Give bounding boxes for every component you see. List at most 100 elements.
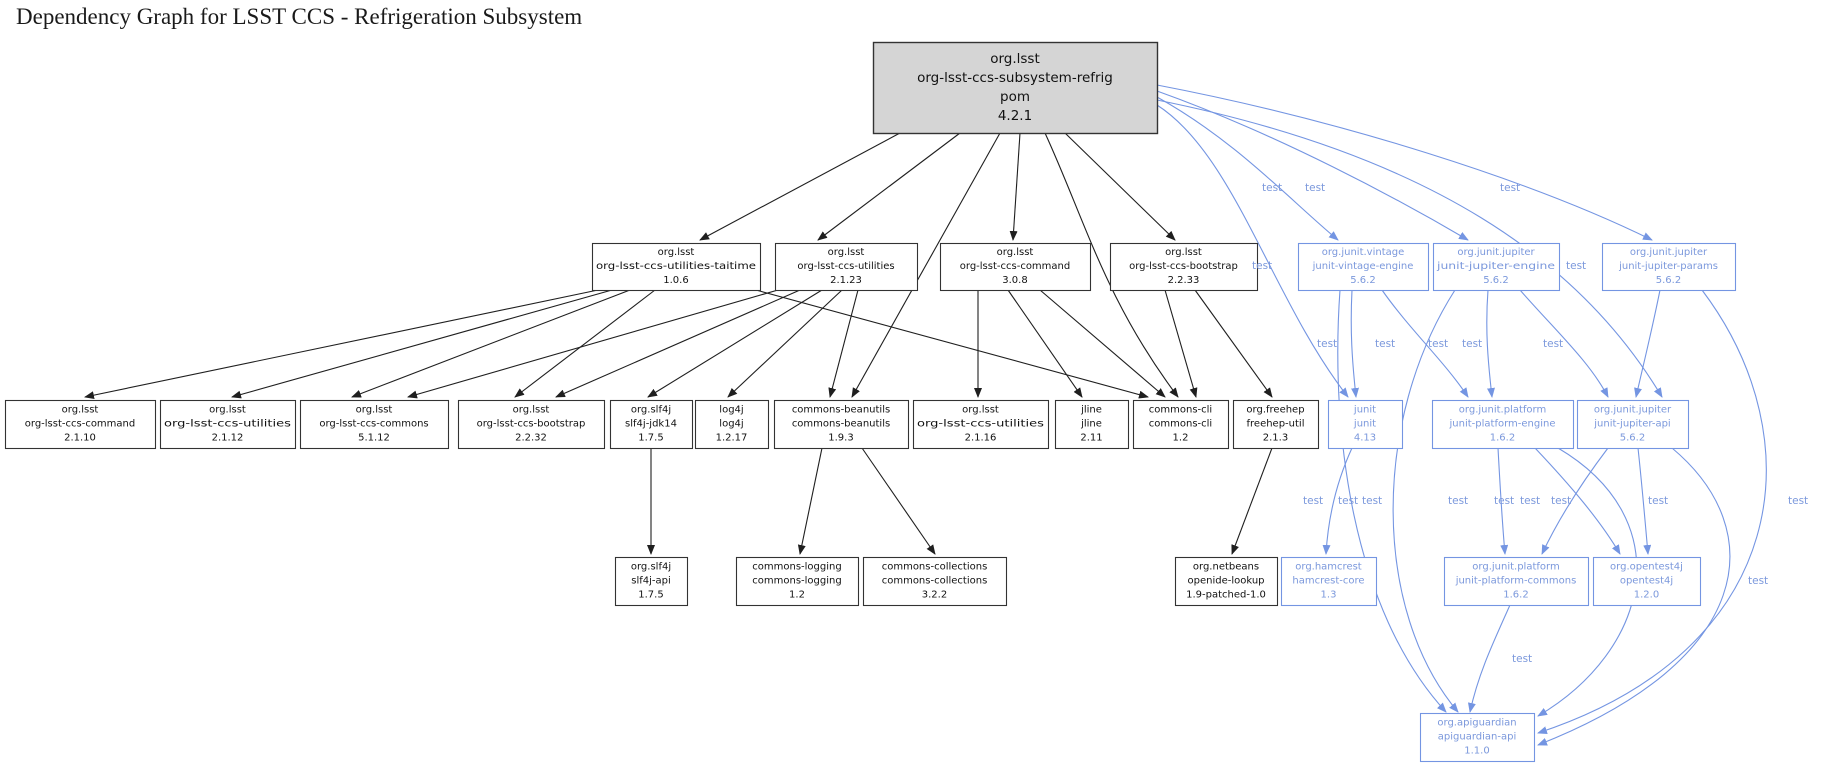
edge-jengine-japi xyxy=(1519,289,1609,398)
edge-root-boot233 xyxy=(1064,132,1176,241)
node-label-line: slf4j-api xyxy=(631,576,671,587)
node-label-line: junit xyxy=(1353,419,1376,430)
edge-root-junit xyxy=(1156,104,1349,398)
node-jengine: org.junit.jupiterjunit-jupiter-engine5.6… xyxy=(1432,242,1561,292)
node-label-line: org.lsst xyxy=(209,405,246,416)
node-label-line: 1.6.2 xyxy=(1490,433,1515,444)
node-box xyxy=(1297,242,1430,292)
node-label-line: hamcrest-core xyxy=(1292,576,1364,587)
edge-label-test: test xyxy=(1648,495,1668,507)
node-label-line: org.slf4j xyxy=(631,405,671,416)
edge-label-test: test xyxy=(1520,495,1540,507)
node-box xyxy=(912,399,1050,450)
node-label-line: 1.9-patched-1.0 xyxy=(1186,590,1266,601)
edge-label-test: test xyxy=(1748,575,1768,587)
node-label-line: commons-collections xyxy=(882,562,988,573)
node-box xyxy=(457,399,606,450)
node-box xyxy=(299,399,450,450)
node-label-line: org.hamcrest xyxy=(1295,562,1362,573)
edge-japi-apiguardian xyxy=(1537,447,1731,746)
nodes-layer: org.lsstorg-lsst-ccs-subsystem-refrigpom… xyxy=(4,41,1737,763)
node-label-line: 2.1.10 xyxy=(64,433,96,444)
node-label-line: org.lsst xyxy=(962,405,999,416)
edge-boot233-freehep xyxy=(1194,289,1273,398)
node-label-line: commons-logging xyxy=(752,576,841,587)
node-pcommons: org.junit.platformjunit-platform-commons… xyxy=(1443,556,1590,607)
node-ccollections: commons-collectionscommons-collections3.… xyxy=(862,556,1008,607)
node-box xyxy=(1592,556,1702,607)
node-taitime: org.lsstorg-lsst-ccs-utilities-taitime1.… xyxy=(591,242,762,292)
edge-root-beanutils xyxy=(851,132,1001,398)
edge-labels-layer: test test test test test test test test test test… xyxy=(1252,182,1808,665)
edge-cmd308-ccli xyxy=(1039,289,1166,398)
edge-root-util23 xyxy=(817,132,961,241)
node-label-line: commons-cli xyxy=(1149,419,1212,430)
node-label-line: org.lsst xyxy=(356,405,393,416)
edge-label-test: test xyxy=(1375,338,1395,350)
edge-label-test: test xyxy=(1551,495,1571,507)
node-box xyxy=(614,556,689,607)
node-label-line: 1.9.3 xyxy=(828,433,853,444)
node-label-line: slf4j-jdk14 xyxy=(625,419,677,430)
edge-label-test: test xyxy=(1317,338,1337,350)
node-box xyxy=(1601,242,1737,292)
edge-label-test: test xyxy=(1448,495,1468,507)
node-label-line: org-lsst-ccs-bootstrap xyxy=(1129,261,1238,272)
node-label-line: 4.13 xyxy=(1354,433,1376,444)
node-label-line: 2.11 xyxy=(1080,433,1102,444)
node-label-line: org.junit.vintage xyxy=(1322,247,1405,258)
node-root: org.lsstorg-lsst-ccs-subsystem-refrigpom… xyxy=(872,41,1159,135)
edge-cmd308-jline xyxy=(1007,289,1083,398)
node-label-line: apiguardian-api xyxy=(1438,732,1516,743)
node-box xyxy=(872,41,1159,135)
node-label-line: org.junit.platform xyxy=(1459,405,1546,416)
node-label-line: org-lsst-ccs-subsystem-refrig xyxy=(917,70,1113,86)
node-label-line: org-lsst-ccs-bootstrap xyxy=(477,419,586,430)
node-box xyxy=(1132,399,1230,450)
node-label-line: org.apiguardian xyxy=(1437,718,1516,729)
edge-root-ccli xyxy=(1044,132,1179,398)
node-label-line: org.junit.jupiter xyxy=(1594,405,1672,416)
node-label-line: org.lsst xyxy=(990,51,1040,67)
node-label-line: 1.3 xyxy=(1321,590,1337,601)
edge-label-test: test xyxy=(1543,338,1563,350)
node-label-line: org.opentest4j xyxy=(1610,562,1683,573)
edge-taitime-util2112 xyxy=(231,289,613,399)
node-jparams: org.junit.jupiterjunit-jupiter-params5.6… xyxy=(1601,242,1737,292)
node-label-line: commons-beanutils xyxy=(792,419,890,430)
node-box xyxy=(735,556,860,607)
node-vintage: org.junit.vintagejunit-vintage-engine5.6… xyxy=(1297,242,1430,292)
node-label-line: org.freehep xyxy=(1246,405,1304,416)
node-label-line: junit-jupiter-params xyxy=(1618,261,1718,272)
node-label-line: 2.2.32 xyxy=(515,433,547,444)
edge-root-japi xyxy=(1156,99,1663,398)
node-label-line: 5.6.2 xyxy=(1483,275,1508,286)
node-label-line: 1.7.5 xyxy=(638,433,663,444)
edge-root-taitime xyxy=(699,132,901,241)
edge-label-test: test xyxy=(1252,260,1272,272)
edge-util23-commons5112 xyxy=(407,289,779,399)
edge-japi-otest4j xyxy=(1637,447,1652,555)
node-label-line: commons-cli xyxy=(1149,405,1212,416)
node-label-line: 5.6.2 xyxy=(1620,433,1645,444)
node-box xyxy=(1327,399,1404,450)
node-label-line: junit-platform-engine xyxy=(1449,419,1556,430)
node-box xyxy=(591,242,762,292)
node-box xyxy=(1054,399,1130,450)
edge-label-test: test xyxy=(1462,338,1482,350)
node-label-line: jline xyxy=(1080,419,1102,430)
edge-util23-slf4jjdk14 xyxy=(647,289,823,398)
node-box xyxy=(1109,242,1259,292)
node-label-line: openide-lookup xyxy=(1187,576,1264,587)
edge-label-test: test xyxy=(1428,338,1448,350)
edge-junit-hamcrest xyxy=(1322,447,1353,555)
